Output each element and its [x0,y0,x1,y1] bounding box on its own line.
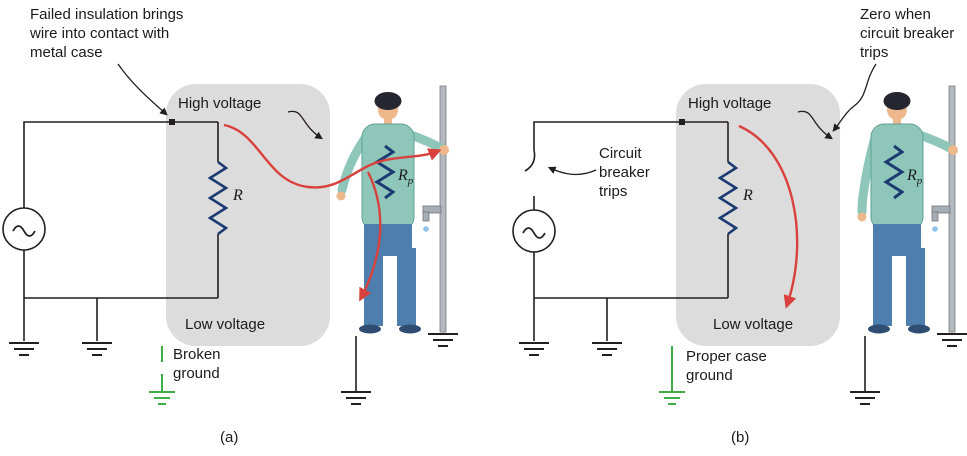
water-drop-icon [423,226,429,232]
annotation-arrows-b [547,63,877,176]
person-left-hand [336,191,346,201]
failed-insulation-arrow [117,63,168,116]
person-left-shoe [868,324,890,334]
body-resistance-subscript: p [916,175,923,188]
resistor-R-a [207,160,229,236]
person-neck [893,117,901,125]
contact-junction-dot-a [169,119,175,125]
breaker-open-blade [524,149,536,172]
ground-symbol-source-a [9,342,39,356]
ground-symbol-return-b [592,342,622,356]
person-left-shoe [359,324,381,334]
resistor-label-b: R [743,187,753,204]
proper-ground-wire-b [659,346,685,405]
low-voltage-label-a: Low voltage [185,316,266,333]
body-resistance-Rp-b [883,144,905,200]
ac-source-a [2,207,46,251]
annotation-failed-insulation: Failed insulation brings wire into conta… [30,6,184,61]
low-voltage-label-b: Low voltage [713,316,794,333]
high-voltage-arrow-a [287,110,323,140]
current-arrow-b [738,124,799,309]
broken-ground-label: Broken ground [173,346,221,382]
metal-case-a [166,84,330,346]
person-right-leg [906,248,925,326]
ac-source-b [512,209,556,253]
ground-symbol-return-a [82,342,112,356]
person-right-leg [397,248,416,326]
person-left-leg [364,248,383,326]
body-resistance-label-a: Rp [398,166,413,189]
resistor-R-b [717,160,739,236]
ground-symbol-source-b [519,342,549,356]
caption-a: (a) [220,429,239,446]
person-a [336,92,449,334]
person-b [857,92,958,334]
sine-wave-icon [12,225,36,237]
high-voltage-label-b: High voltage [688,95,772,112]
person-right-shoe [908,324,930,334]
body-resistance-Rp-a [374,144,396,200]
panel-b [512,63,967,405]
annotation-zero-when-trips: Zero when circuit breaker trips [860,6,955,61]
body-resistance-label-b: Rp [907,166,922,189]
ground-symbol-person-b [850,336,880,405]
circuit-breaker-label: Circuit breaker trips [599,145,650,200]
ground-symbol-person-a [341,336,371,405]
person-right-shoe [399,324,421,334]
body-resistance-symbol: R [907,167,917,184]
water-drop-icon [932,226,938,232]
person-left-leg [873,248,892,326]
zero-when-trips-arrow [832,63,877,132]
person-left-hand [857,212,867,222]
faucet-b [931,205,951,232]
faucet-a [422,205,442,232]
caption-b: (b) [731,429,750,446]
person-neck [384,117,392,125]
person-right-hand [439,145,449,155]
high-voltage-arrow-b [797,110,833,140]
panel-a [2,63,458,405]
circuit-wires-b [524,121,729,341]
broken-ground-wire-a [149,346,175,405]
metal-case-b [676,84,840,346]
resistor-label-a: R [233,187,243,204]
body-resistance-symbol: R [398,167,408,184]
high-voltage-label-a: High voltage [178,95,262,112]
ground-symbol-pipe-a [428,333,458,347]
contact-junction-dot-b [679,119,685,125]
proper-ground-label: Proper case ground [686,348,767,384]
body-resistance-subscript: p [407,175,414,188]
circuit-wires-a [23,121,219,341]
current-path-through-arms-a [223,123,442,189]
current-arrows-a [223,123,442,302]
sine-wave-icon [522,227,546,239]
person-hair [883,92,911,110]
ground-symbol-pipe-b [937,333,967,347]
person-right-hand [948,145,958,155]
current-path-through-body-a [359,171,382,302]
circuit-breaker-arrow [547,166,597,176]
annotation-arrows-a [117,63,323,140]
person-hair [374,92,402,110]
